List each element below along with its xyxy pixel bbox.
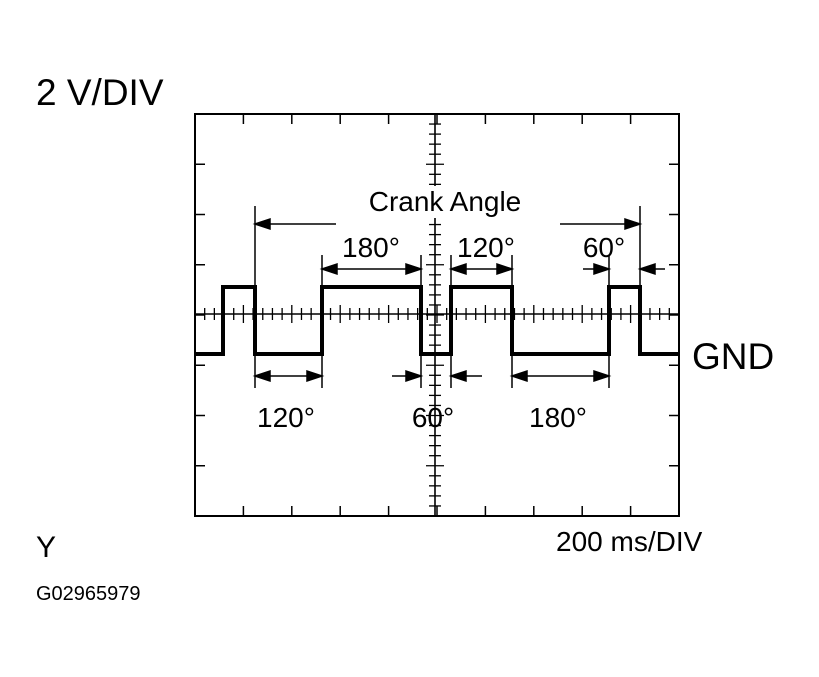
figure-id: G02965979 (36, 583, 141, 605)
upper-angle-label: 180° (342, 232, 400, 263)
dimension-lines (252, 217, 665, 383)
center-axis-ticks (204, 123, 670, 507)
voltage-scale-label: 2 V/DIV (36, 72, 164, 113)
lower-angle-label: 60° (412, 402, 454, 433)
extension-lines (254, 206, 641, 388)
time-scale-label: 200 ms/DIV (556, 526, 703, 557)
screen-edge-ticks (195, 114, 679, 516)
figure-letter: Y (36, 531, 57, 564)
lower-angle-label: 180° (529, 402, 587, 433)
upper-angle-label: 120° (457, 232, 515, 263)
ground-label: GND (692, 336, 775, 377)
lower-angle-label: 120° (257, 402, 315, 433)
crank-signal-trace (195, 285, 679, 356)
crank-angle-title: Crank Angle (369, 186, 522, 217)
upper-angle-label: 60° (583, 232, 625, 263)
